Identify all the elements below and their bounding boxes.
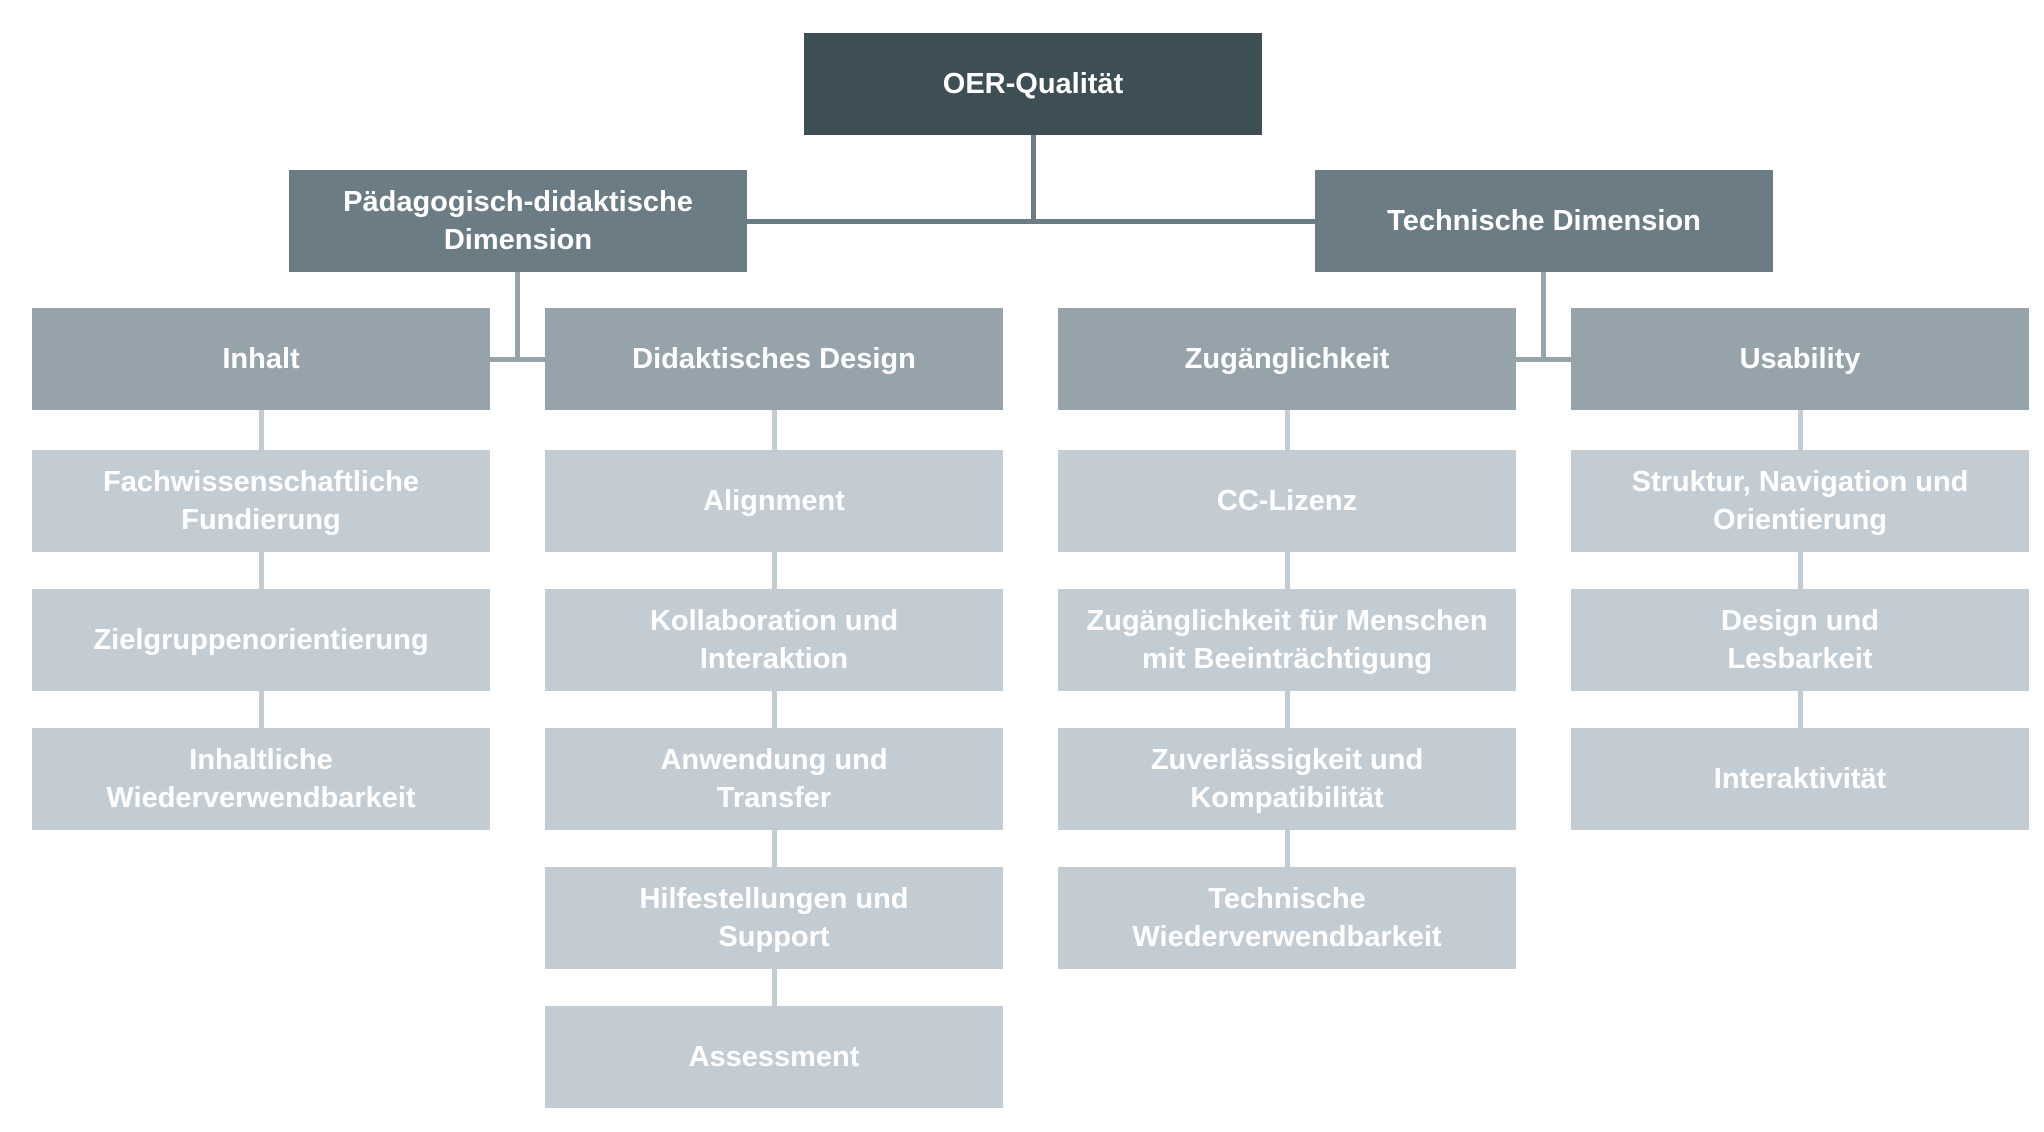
- leaf-box-kollaboration-und-interaktion: Kollaboration und Interaktion: [545, 589, 1003, 691]
- connector-col2-seg3: [772, 691, 777, 728]
- connector-dim2-horizontal: [1516, 357, 1571, 362]
- leaf-box-design-und-lesbarkeit: Design und Lesbarkeit: [1571, 589, 2029, 691]
- leaf-box-anwendung-und-transfer: Anwendung und Transfer: [545, 728, 1003, 830]
- category-box-didaktisches-design: Didaktisches Design: [545, 308, 1003, 410]
- connector-col2-seg2: [772, 552, 777, 589]
- connector-col3-seg2: [1285, 552, 1290, 589]
- category-box-inhalt: Inhalt: [32, 308, 490, 410]
- leaf-box-zuverlaessigkeit-und-kompatibilitaet: Zuverlässigkeit und Kompatibilität: [1058, 728, 1516, 830]
- dimension-box-paedagogisch-didaktisch: Pädagogisch-didaktische Dimension: [289, 170, 747, 272]
- connector-dim1-vertical: [515, 272, 520, 362]
- leaf-box-zielgruppenorientierung: Zielgruppenorientierung: [32, 589, 490, 691]
- connector-root-horizontal: [747, 219, 1315, 224]
- connector-col1-seg1: [259, 410, 264, 450]
- connector-col3-seg4: [1285, 830, 1290, 867]
- leaf-box-technische-wiederverwendbarkeit: Technische Wiederverwendbarkeit: [1058, 867, 1516, 969]
- leaf-box-zugaenglichkeit-fuer-menschen: Zugänglichkeit für Menschen mit Beeinträ…: [1058, 589, 1516, 691]
- connector-dim1-horizontal: [490, 357, 545, 362]
- leaf-box-interaktivitaet: Interaktivität: [1571, 728, 2029, 830]
- connector-dim2-vertical: [1541, 272, 1546, 362]
- connector-col4-seg2: [1798, 552, 1803, 589]
- connector-col2-seg5: [772, 969, 777, 1006]
- connector-col2-seg1: [772, 410, 777, 450]
- leaf-box-struktur-navigation-orientierung: Struktur, Navigation und Orientierung: [1571, 450, 2029, 552]
- connector-col4-seg3: [1798, 691, 1803, 728]
- connector-col4-seg1: [1798, 410, 1803, 450]
- root-box: OER-Qualität: [804, 33, 1262, 135]
- connector-col1-seg2: [259, 552, 264, 589]
- leaf-box-alignment: Alignment: [545, 450, 1003, 552]
- leaf-box-cc-lizenz: CC-Lizenz: [1058, 450, 1516, 552]
- leaf-box-fachwissenschaftliche-fundierung: Fachwissenschaftliche Fundierung: [32, 450, 490, 552]
- leaf-box-assessment: Assessment: [545, 1006, 1003, 1108]
- category-box-usability: Usability: [1571, 308, 2029, 410]
- connector-col1-seg3: [259, 691, 264, 728]
- leaf-box-hilfestellungen-und-support: Hilfestellungen und Support: [545, 867, 1003, 969]
- dimension-box-technisch: Technische Dimension: [1315, 170, 1773, 272]
- connector-col3-seg3: [1285, 691, 1290, 728]
- category-box-zugaenglichkeit: Zugänglichkeit: [1058, 308, 1516, 410]
- connector-root-vertical: [1031, 135, 1036, 221]
- leaf-box-inhaltliche-wiederverwendbarkeit: Inhaltliche Wiederverwendbarkeit: [32, 728, 490, 830]
- connector-col3-seg1: [1285, 410, 1290, 450]
- connector-col2-seg4: [772, 830, 777, 867]
